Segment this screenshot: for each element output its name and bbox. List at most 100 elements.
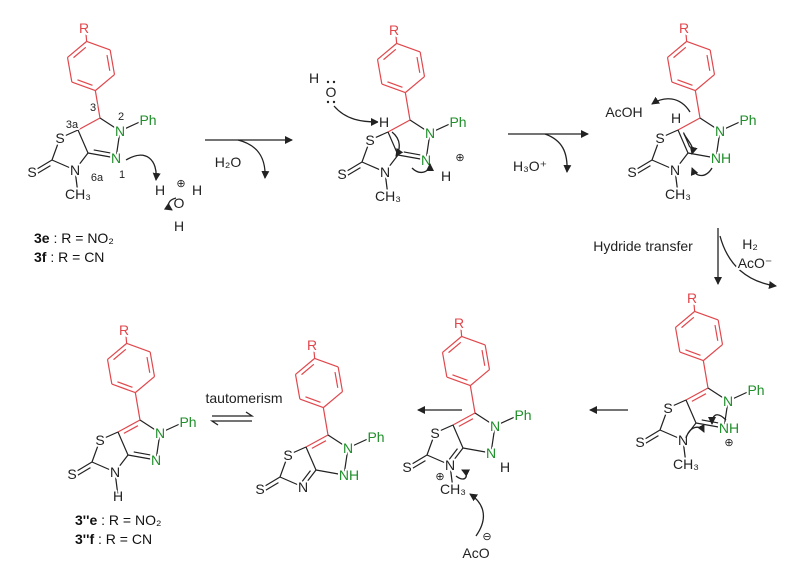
compound-label-3f-product: 3''f : R = CN <box>75 531 152 547</box>
phenyl-label: Ph <box>747 382 764 398</box>
bond <box>127 454 157 461</box>
n4-substituent-label: CH₃ <box>673 456 699 472</box>
double-bond <box>681 316 695 329</box>
aryl-bond <box>469 385 476 414</box>
n4-substituent-label: CH₃ <box>65 186 91 202</box>
bond <box>74 169 79 195</box>
bond <box>715 130 721 159</box>
bond <box>675 310 696 328</box>
n4-substituent-label: CH₃ <box>665 186 691 202</box>
bond <box>384 154 399 173</box>
double-bond <box>301 470 311 482</box>
bond <box>659 429 684 441</box>
ring-sulfur-label: S <box>663 400 672 416</box>
double-bond <box>416 56 421 73</box>
n1-label: N <box>486 445 496 461</box>
bond <box>474 412 496 427</box>
bond <box>381 83 406 94</box>
bond <box>426 432 436 456</box>
phenyl-label: Ph <box>449 114 466 130</box>
bond <box>639 429 661 443</box>
h-atom: H <box>379 114 389 130</box>
aryl-bond <box>85 33 88 42</box>
bond <box>449 464 454 490</box>
double-bond <box>37 165 51 174</box>
aryl-bond <box>313 350 316 359</box>
double-bond <box>448 341 462 354</box>
electron-arrow <box>685 423 705 439</box>
bond <box>67 40 88 58</box>
bond <box>315 469 345 476</box>
bond <box>302 469 317 488</box>
bond <box>709 49 716 75</box>
bond <box>387 119 411 133</box>
byproduct-arrow <box>544 133 572 173</box>
double-bond <box>133 451 152 456</box>
bond <box>117 431 129 456</box>
bond <box>387 131 399 156</box>
bond <box>685 387 709 401</box>
label-6a: 6a <box>91 172 104 184</box>
n1-label: N <box>111 150 121 166</box>
electron-arrow <box>708 414 727 425</box>
aryl-bond <box>404 92 411 121</box>
intermediate4-extras: ⊕ <box>685 414 736 451</box>
bond <box>31 159 53 173</box>
intermediate5-extras: ⊕ H AcO ⊖ <box>433 457 512 563</box>
bond <box>91 439 101 463</box>
bond <box>327 434 349 449</box>
equilibrium-arrow-forward <box>212 411 255 417</box>
bond <box>314 357 339 368</box>
bond <box>86 40 111 51</box>
bond <box>295 357 316 375</box>
n2-label: N <box>715 123 725 139</box>
bond <box>361 139 371 163</box>
double-bond <box>265 482 279 491</box>
thione-sulfur-label: S <box>255 481 264 497</box>
thione-sulfur-label: S <box>627 164 636 180</box>
bond <box>441 352 448 378</box>
bond <box>361 161 386 173</box>
double-bond <box>481 349 486 366</box>
bond <box>702 344 723 362</box>
bond <box>107 342 128 360</box>
bond <box>694 74 715 92</box>
phenyl-label: Ph <box>514 407 531 423</box>
bond <box>279 454 289 478</box>
bond <box>71 81 96 92</box>
water-o: O <box>326 84 337 100</box>
aryl-bond <box>125 335 128 344</box>
aryl-bond <box>702 360 709 389</box>
double-bond <box>637 165 651 174</box>
water-h: H <box>309 70 319 86</box>
double-bond <box>117 381 133 388</box>
bond <box>651 137 661 161</box>
bond <box>666 57 673 83</box>
bond <box>99 117 121 132</box>
bond <box>426 454 451 466</box>
reaction-arrows: H₂O H₃O⁺ Hydride transfer H₂ AcO⁻ tautom… <box>203 130 777 426</box>
bond <box>671 81 696 92</box>
bond <box>685 399 697 424</box>
phenyl-label: Ph <box>739 112 756 128</box>
bond <box>442 335 463 353</box>
aryl-bond <box>134 392 141 421</box>
bond <box>111 383 136 394</box>
thione-sulfur-label: S <box>67 466 76 482</box>
n4-label: N <box>110 464 120 480</box>
n2-label: N <box>115 123 125 139</box>
bond <box>369 131 389 141</box>
ring-sulfur-label: S <box>55 130 64 146</box>
bond <box>51 137 61 161</box>
double-bond <box>73 46 87 59</box>
hydronium-o: O <box>174 195 185 211</box>
bond <box>117 419 141 433</box>
h-atom: H <box>441 168 451 184</box>
bond <box>425 132 431 161</box>
